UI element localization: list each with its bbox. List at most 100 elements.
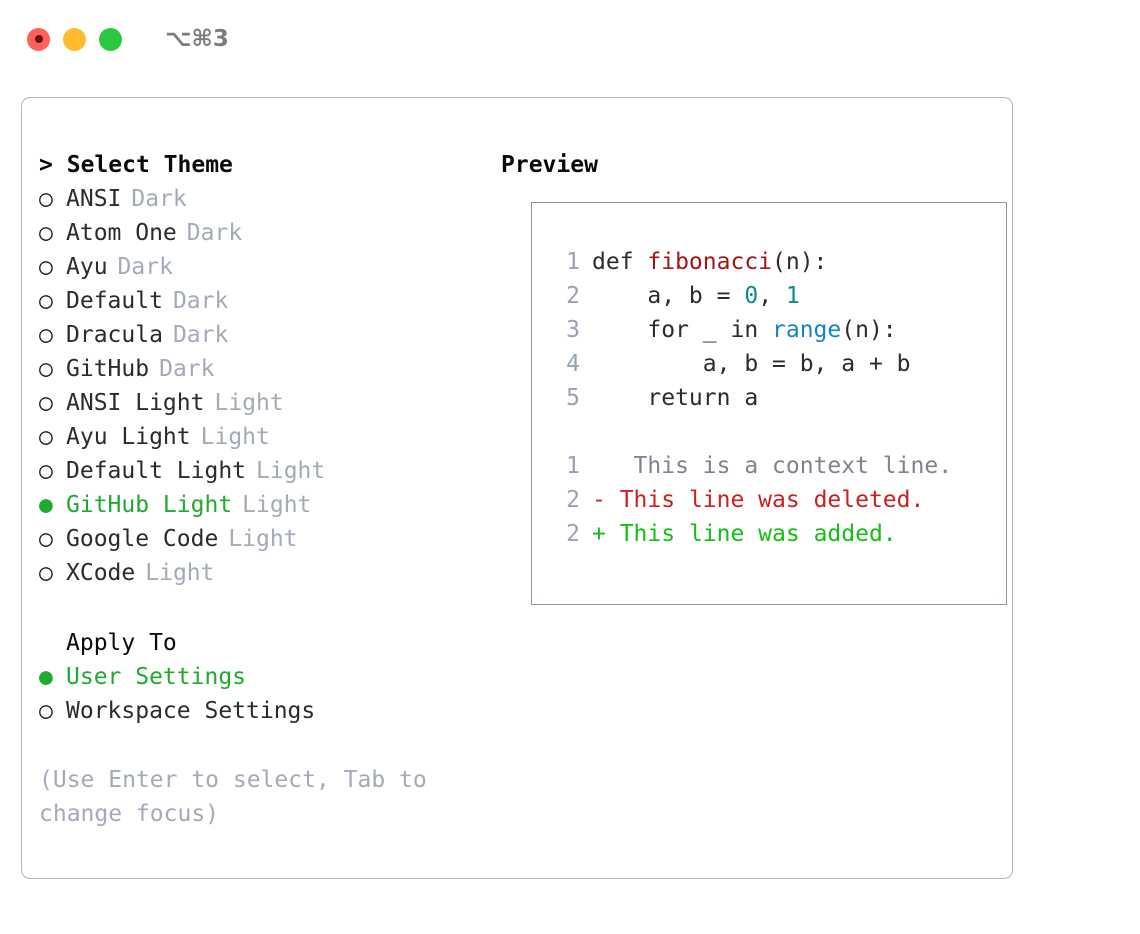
code-token-plain: def [592, 249, 648, 275]
theme-option-label: Atom One [66, 220, 177, 246]
theme-option-variant: Dark [172, 288, 229, 314]
page-title-label: Select Theme [66, 152, 233, 178]
close-button-icon[interactable] [27, 27, 50, 51]
theme-option-variant: Dark [159, 356, 215, 382]
line-number: 5 [566, 385, 580, 411]
theme-option-label: Default [66, 288, 163, 314]
diff-line-deleted: 2- This line was deleted. [550, 483, 952, 517]
apply-to-title: Apply To [66, 630, 177, 656]
line-number: 1 [566, 249, 580, 275]
theme-option-variant: Dark [186, 220, 243, 246]
line-number: 2 [566, 521, 580, 547]
diff-line-text: This line was deleted. [605, 487, 925, 513]
line-number: 2 [566, 283, 580, 309]
radio-selected-icon: ● [39, 492, 53, 518]
radio-unselected-icon: ○ [39, 186, 53, 212]
theme-option-variant: Light [242, 492, 312, 518]
radio-unselected-icon: ○ [39, 356, 53, 382]
theme-option-label: GitHub [66, 356, 150, 382]
code-line: 3 for _ in range(n): [550, 313, 952, 347]
code-token-plain: (n): [841, 317, 897, 343]
code-token-plain: for _ in [592, 317, 773, 343]
theme-option-variant: Dark [131, 186, 187, 212]
theme-option-ansi-light[interactable]: ○ ANSI Light Light [39, 386, 479, 420]
radio-unselected-icon: ○ [39, 424, 53, 450]
radio-unselected-icon: ○ [39, 322, 53, 348]
radio-unselected-icon: ○ [39, 288, 53, 314]
radio-unselected-icon: ○ [39, 254, 53, 280]
close-dot-icon [34, 35, 43, 43]
code-line: 2 a, b = 0, 1 [550, 279, 952, 313]
theme-option-label: ANSI Light [66, 390, 205, 416]
code-token-plain: a, b = [592, 283, 745, 309]
code-line: 4 a, b = b, a + b [550, 347, 952, 381]
apply-to-option-user-settings[interactable]: ● User Settings [39, 660, 479, 694]
line-number: 3 [566, 317, 580, 343]
radio-unselected-icon: ○ [39, 560, 53, 586]
theme-option-xcode[interactable]: ○ XCode Light [39, 556, 479, 590]
theme-option-label: ANSI [66, 186, 122, 212]
keyboard-hint: (Use Enter to select, Tab to change focu… [39, 767, 441, 827]
theme-option-label: XCode [66, 560, 136, 586]
radio-unselected-icon: ○ [39, 698, 53, 724]
theme-option-variant: Light [145, 560, 215, 586]
theme-option-github[interactable]: ○ GitHub Dark [39, 352, 479, 386]
diff-lines: 1 This is a context line.2- This line wa… [550, 449, 952, 551]
theme-option-label: Ayu Light [66, 424, 191, 450]
keyboard-shortcut-label: ⌥⌘3 [165, 26, 229, 52]
diff-line-text: This is a context line. [605, 453, 953, 479]
theme-option-default-light[interactable]: ○ Default Light Light [39, 454, 479, 488]
theme-option-ayu-light[interactable]: ○ Ayu Light Light [39, 420, 479, 454]
minimize-button-icon[interactable] [63, 27, 86, 51]
theme-option-variant: Light [256, 458, 326, 484]
theme-option-label: Dracula [66, 322, 163, 348]
theme-option-label: Default Light [66, 458, 247, 484]
apply-to-option-workspace-settings[interactable]: ○ Workspace Settings [39, 694, 479, 728]
theme-option-variant: Light [214, 390, 284, 416]
apply-to-option-label: User Settings [66, 664, 247, 690]
radio-unselected-icon: ○ [39, 390, 53, 416]
theme-option-dracula[interactable]: ○ Dracula Dark [39, 318, 479, 352]
theme-option-variant: Dark [117, 254, 173, 280]
theme-option-variant: Light [228, 526, 298, 552]
theme-option-google-code[interactable]: ○ Google Code Light [39, 522, 479, 556]
radio-unselected-icon: ○ [39, 526, 53, 552]
theme-option-variant: Dark [172, 322, 229, 348]
spacer [39, 590, 479, 626]
diff-marker-icon [592, 449, 606, 483]
line-number: 2 [566, 487, 580, 513]
code-token-plain: (n): [772, 249, 828, 275]
radio-unselected-icon: ○ [39, 458, 53, 484]
code-token-builtin: range [772, 317, 842, 343]
maximize-button-icon[interactable] [99, 27, 122, 51]
theme-option-ansi[interactable]: ○ ANSI Dark [39, 182, 479, 216]
traffic-lights [27, 27, 122, 51]
theme-option-variant: Light [200, 424, 270, 450]
radio-unselected-icon: ○ [39, 220, 53, 246]
radio-selected-icon: ● [39, 664, 53, 690]
code-line: 5 return a [550, 381, 952, 415]
code-token-number: 0 [744, 283, 759, 309]
line-number: 1 [566, 453, 580, 479]
apply-to-option-label: Workspace Settings [66, 698, 316, 724]
code-token-plain: , [758, 283, 786, 309]
prompt-caret: > [39, 152, 53, 178]
theme-option-default[interactable]: ○ Default Dark [39, 284, 479, 318]
diff-line-text: This line was added. [605, 521, 897, 547]
theme-option-label: Google Code [66, 526, 219, 552]
theme-option-atom-one[interactable]: ○ Atom One Dark [39, 216, 479, 250]
theme-option-github-light[interactable]: ● GitHub Light Light [39, 488, 479, 522]
diff-line-context: 1 This is a context line. [550, 449, 952, 483]
theme-option-label: GitHub Light [66, 492, 233, 518]
line-number: 4 [566, 351, 580, 377]
preview-title: Preview [501, 152, 598, 178]
